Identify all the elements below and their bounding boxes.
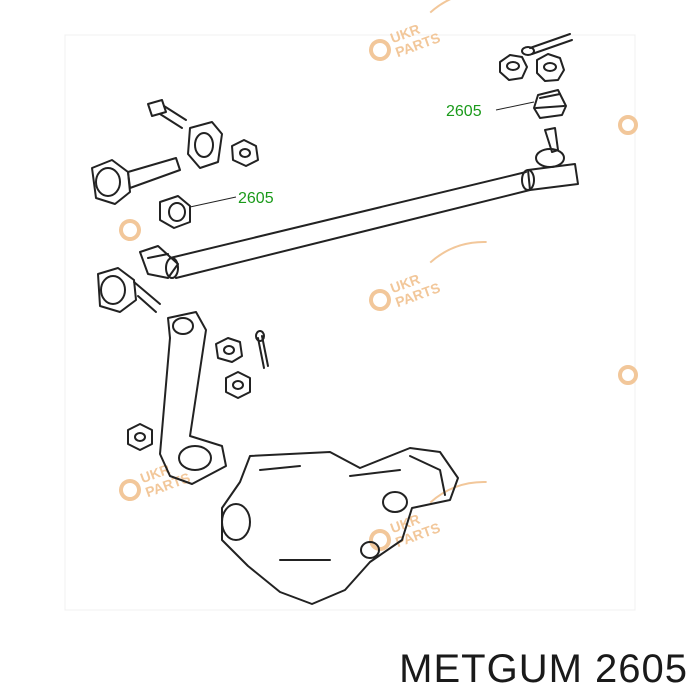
watermark-2 (119, 219, 141, 241)
nut-left-top (231, 139, 259, 167)
leader-line-upper (495, 101, 535, 111)
nut-mid (225, 371, 251, 399)
gear-icon (119, 219, 141, 241)
part-caption: METGUM 2605 (399, 647, 688, 691)
watermark-edge-1 (618, 115, 638, 135)
gear-icon (618, 365, 638, 385)
gear-icon (618, 115, 638, 135)
leader-line-left (189, 196, 237, 208)
pitman-arm (159, 311, 227, 485)
cotter-pin-top (521, 33, 573, 56)
castle-nut-top-left (499, 54, 528, 81)
tie-rod-end-left-upper (91, 157, 181, 205)
dust-boot-left (159, 195, 191, 229)
castle-nut-top-right (536, 53, 565, 82)
gear-icon (119, 479, 141, 501)
watermark-edge-2 (618, 365, 638, 385)
dust-boot-upper (533, 89, 567, 119)
callout-label-upper: 2605 (446, 103, 482, 120)
callout-label-left: 2605 (238, 190, 274, 207)
gear-icon (369, 289, 391, 311)
clamp (187, 121, 223, 169)
clamp-lower (139, 245, 179, 279)
steering-gearbox (221, 447, 459, 605)
castle-nut-mid (215, 337, 243, 363)
ball-joint-right (521, 127, 579, 191)
tie-rod-end-left-lower (97, 267, 161, 313)
gear-icon (369, 39, 391, 61)
cotter-pin-mid (255, 330, 269, 369)
bolt-top-left (147, 99, 187, 129)
nut-lower-left (127, 423, 153, 451)
